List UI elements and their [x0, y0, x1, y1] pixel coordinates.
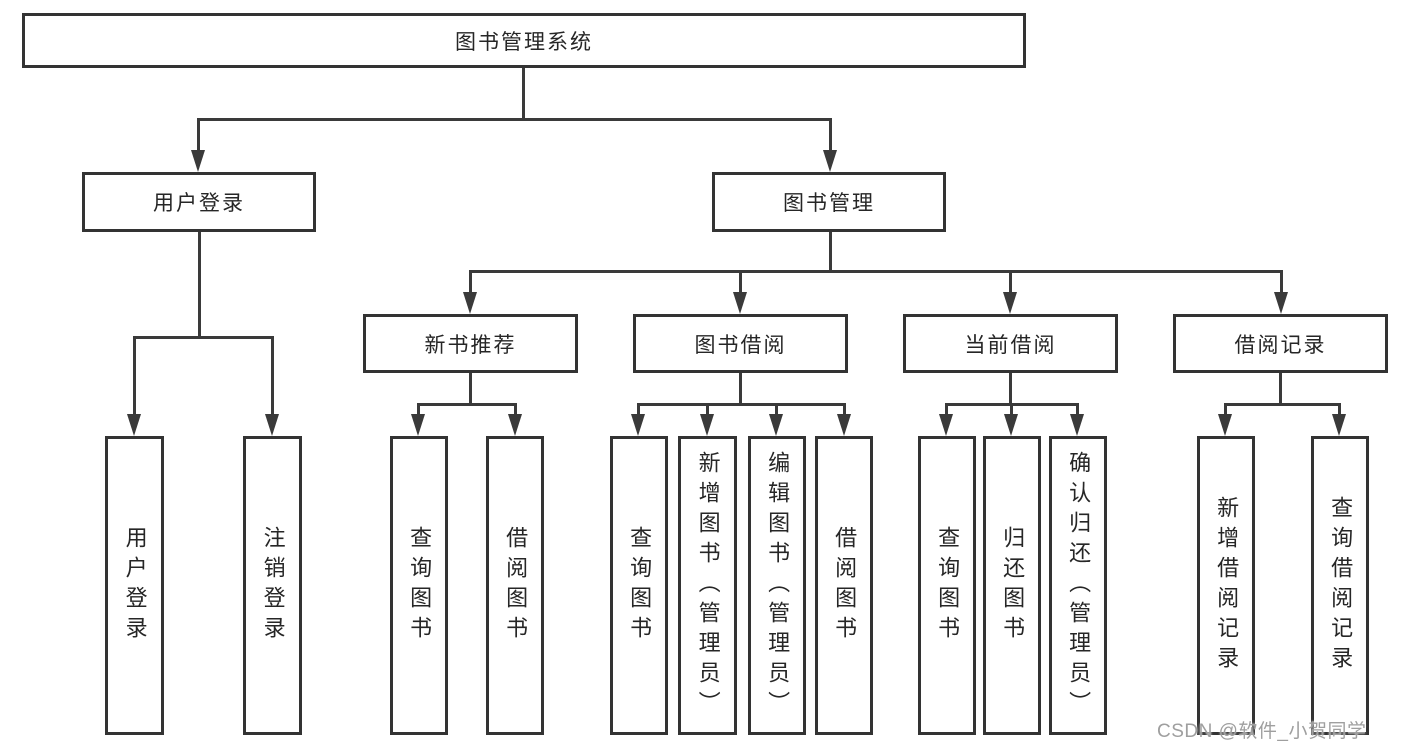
connector-leaf-query2-stem	[637, 403, 640, 417]
connector-bookmgmt-stem	[829, 118, 832, 154]
leaf-confirm-return-admin: 确认归还（管理员）	[1049, 436, 1107, 735]
arrowhead-newbookrec	[463, 292, 477, 314]
leaf-query-borrow-record-label: 查询借阅记录	[1328, 495, 1354, 676]
arrowhead-leaf-confirmreturn	[1070, 414, 1084, 436]
arrowhead-leaf-login	[127, 414, 141, 436]
leaf-query-book-current-label: 查询图书	[935, 525, 961, 646]
leaf-query-book-recommend-label: 查询图书	[407, 525, 433, 646]
leaf-query-book-recommend: 查询图书	[390, 436, 448, 735]
leaf-borrow-book-borrow-label: 借阅图书	[832, 525, 858, 646]
leaf-query-borrow-record: 查询借阅记录	[1311, 436, 1369, 735]
connector-leaf-borrow2-stem	[843, 403, 846, 417]
leaf-logout: 注销登录	[243, 436, 302, 735]
arrowhead-leaf-return	[1004, 414, 1018, 436]
connector-userlogin-hline	[133, 336, 274, 339]
leaf-add-borrow-record-label: 新增借阅记录	[1214, 495, 1240, 676]
connector-leaf-logout-stem	[271, 336, 274, 416]
arrowhead-leaf-logout	[265, 414, 279, 436]
connector-bookborrow-down	[739, 373, 742, 405]
leaf-edit-book-admin: 编辑图书（管理员）	[748, 436, 806, 735]
connector-leaf-editbook-stem	[775, 403, 778, 417]
connector-leaf-queryrecord-stem	[1338, 403, 1341, 417]
node-user-login: 用户登录	[82, 172, 316, 232]
connector-currentborrow-down	[1009, 373, 1012, 405]
node-book-borrow-label: 图书借阅	[694, 333, 787, 357]
arrowhead-currentborrow	[1003, 292, 1017, 314]
connector-userlogin-down	[198, 232, 201, 336]
connector-userlogin-stem	[197, 118, 200, 154]
node-current-borrow: 当前借阅	[903, 314, 1118, 373]
connector-leaf-query1-stem	[417, 403, 420, 417]
leaf-borrow-book-borrow: 借阅图书	[815, 436, 873, 735]
connector-leaf-addbook-stem	[706, 403, 709, 417]
arrowhead-leaf-addbook	[700, 414, 714, 436]
leaf-add-book-admin: 新增图书（管理员）	[678, 436, 737, 735]
connector-bookmgmt-hline	[469, 270, 1283, 273]
leaf-query-book-borrow-label: 查询图书	[627, 525, 653, 646]
arrowhead-leaf-borrow1	[508, 414, 522, 436]
arrowhead-leaf-query2	[631, 414, 645, 436]
connector-borrowrecords-stem	[1280, 270, 1283, 296]
connector-borrowrecords-down	[1279, 373, 1282, 405]
arrowhead-userlogin	[191, 150, 205, 172]
connector-currentborrow-stem	[1009, 270, 1012, 296]
arrowhead-leaf-queryrecord	[1332, 414, 1346, 436]
node-user-login-label: 用户登录	[153, 192, 245, 215]
csdn-watermark: CSDN @软件_小贺同学	[1157, 721, 1367, 742]
leaf-user-login-label: 用户登录	[122, 525, 148, 646]
node-new-book-recommend: 新书推荐	[363, 314, 578, 373]
connector-borrowrecords-hline	[1224, 403, 1341, 406]
connector-bookborrow-hline	[637, 403, 846, 406]
arrowhead-leaf-query1	[411, 414, 425, 436]
connector-newbookrec-hline	[417, 403, 517, 406]
connector-leaf-addrecord-stem	[1224, 403, 1227, 417]
node-book-management: 图书管理	[712, 172, 946, 232]
node-root: 图书管理系统	[22, 13, 1026, 68]
arrowhead-bookmgmt	[823, 150, 837, 172]
leaf-edit-book-admin-label: 编辑图书（管理员）	[765, 450, 791, 721]
node-current-borrow-label: 当前借阅	[964, 333, 1057, 357]
leaf-return-book: 归还图书	[983, 436, 1041, 735]
arrowhead-leaf-addrecord	[1218, 414, 1232, 436]
node-book-management-label: 图书管理	[783, 192, 875, 215]
leaf-query-book-current: 查询图书	[918, 436, 976, 735]
leaf-logout-label: 注销登录	[260, 525, 286, 646]
connector-leaf-query3-stem	[945, 403, 948, 417]
leaf-query-book-borrow: 查询图书	[610, 436, 668, 735]
connector-newbookrec-down	[469, 373, 472, 405]
node-borrow-records: 借阅记录	[1173, 314, 1388, 373]
arrowhead-bookborrow	[733, 292, 747, 314]
arrowhead-leaf-borrow2	[837, 414, 851, 436]
connector-leaf-login-stem	[133, 336, 136, 416]
connector-root-stub	[522, 68, 525, 118]
node-borrow-records-label: 借阅记录	[1234, 333, 1327, 357]
connector-bookmgmt-down	[829, 232, 832, 272]
arrowhead-leaf-editbook	[769, 414, 783, 436]
arrowhead-borrowrecords	[1274, 292, 1288, 314]
leaf-borrow-book-recommend-label: 借阅图书	[503, 525, 529, 646]
node-new-book-recommend-label: 新书推荐	[424, 333, 517, 357]
connector-root-hline	[197, 118, 832, 121]
leaf-return-book-label: 归还图书	[1000, 525, 1026, 646]
leaf-add-borrow-record: 新增借阅记录	[1197, 436, 1255, 735]
connector-newbookrec-stem	[469, 270, 472, 296]
node-root-label: 图书管理系统	[455, 30, 593, 54]
leaf-borrow-book-recommend: 借阅图书	[486, 436, 544, 735]
connector-leaf-confirmreturn-stem	[1076, 403, 1079, 417]
node-book-borrow: 图书借阅	[633, 314, 848, 373]
arrowhead-leaf-query3	[939, 414, 953, 436]
leaf-add-book-admin-label: 新增图书（管理员）	[695, 450, 721, 721]
connector-leaf-borrow1-stem	[514, 403, 517, 417]
connector-bookborrow-stem	[739, 270, 742, 296]
leaf-user-login: 用户登录	[105, 436, 164, 735]
leaf-confirm-return-admin-label: 确认归还（管理员）	[1066, 450, 1092, 721]
connector-leaf-return-stem	[1010, 403, 1013, 417]
